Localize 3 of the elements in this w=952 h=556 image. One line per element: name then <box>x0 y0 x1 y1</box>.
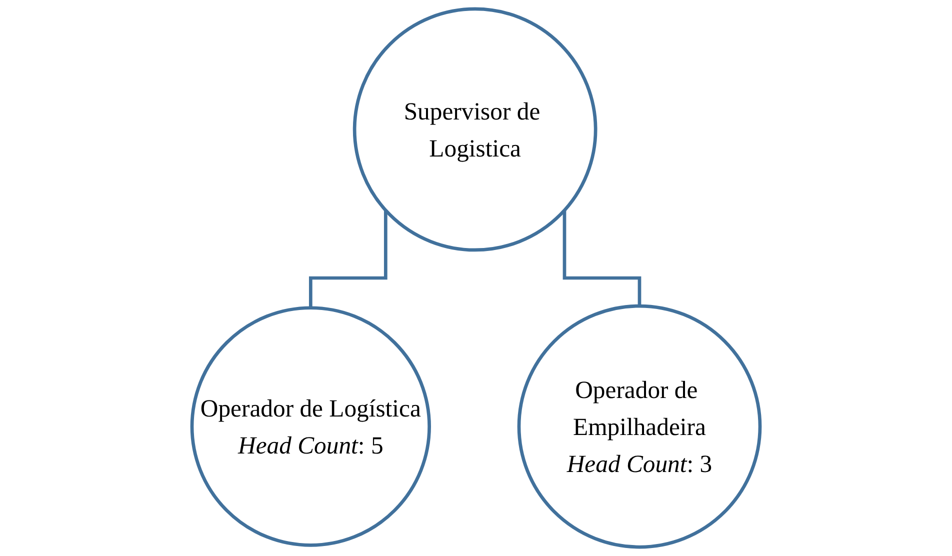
node-circle: Operador de Empilhadeira Head Count: 3 <box>517 304 762 549</box>
node-circle: Operador de Logística Head Count: 5 <box>190 306 431 547</box>
node-circle: Supervisor de Logistica <box>352 7 598 252</box>
